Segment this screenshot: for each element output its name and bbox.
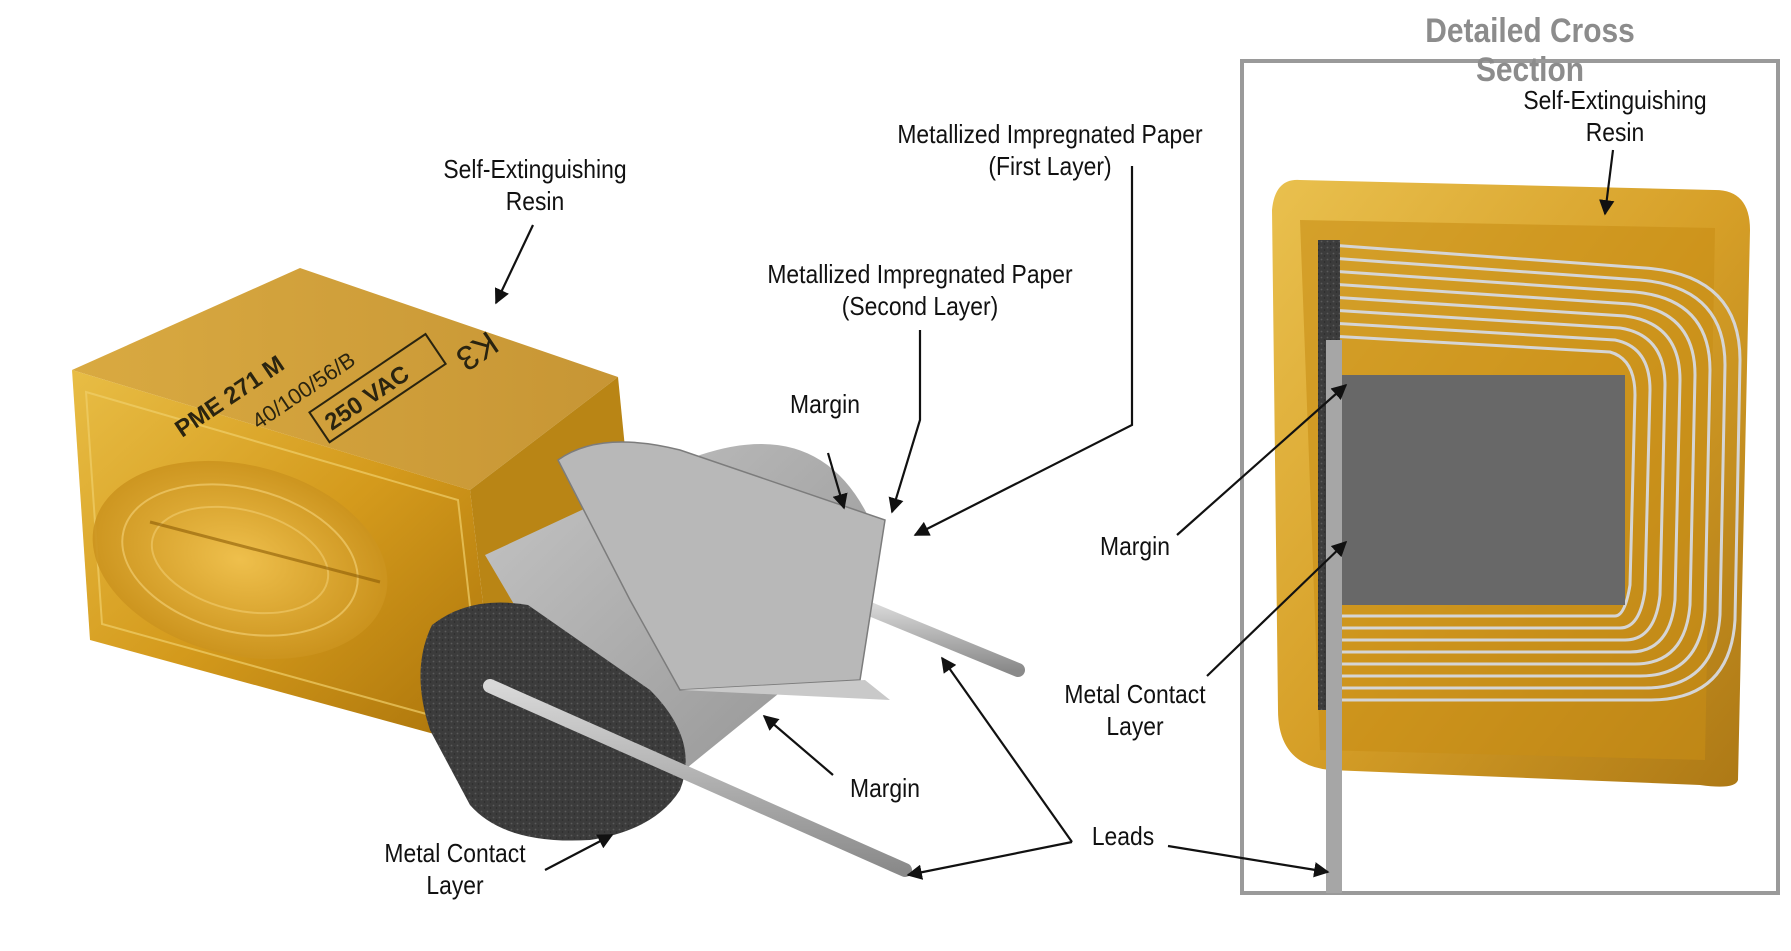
arrow-resin-left xyxy=(494,224,534,305)
label-paper-first-line2: (First Layer) xyxy=(988,151,1112,181)
label-metal-contact-left: Metal Contact Layer xyxy=(367,837,543,901)
lead-front xyxy=(483,679,912,877)
arrow-paper-first xyxy=(913,166,1134,536)
label-paper-first: Metallized Impregnated Paper (First Laye… xyxy=(874,118,1226,182)
label-paper-second-line1: Metallized Impregnated Paper xyxy=(767,259,1073,289)
cross-section-lead xyxy=(1326,340,1342,893)
label-paper-second: Metallized Impregnated Paper (Second Lay… xyxy=(744,258,1096,322)
cross-section-block xyxy=(1272,179,1750,893)
label-resin-right-line1: Self-Extinguishing xyxy=(1523,85,1707,115)
foil-layers xyxy=(1329,243,1742,702)
label-resin-left: Self-Extinguishing Resin xyxy=(416,153,654,217)
arrow-margin-bottom xyxy=(762,714,834,776)
label-metal-contact-left-line2: Layer xyxy=(426,870,484,900)
resin-case: PME 271 M 40/100/56/B 250 VAC K3 xyxy=(72,268,640,752)
resin-winding xyxy=(92,460,388,660)
label-resin-left-line1: Self-Extinguishing xyxy=(443,154,627,184)
dielectric-core xyxy=(1340,375,1625,605)
arrow-resin-right xyxy=(1599,149,1615,216)
section-title: Detailed Cross Section xyxy=(1425,12,1635,89)
label-metal-contact-right-line2: Layer xyxy=(1106,711,1164,741)
label-metal-contact-right-line1: Metal Contact xyxy=(1064,679,1206,709)
arrow-leads-b xyxy=(906,840,1073,880)
label-margin-right: Margin xyxy=(1100,531,1170,561)
label-paper-second-line2: (Second Layer) xyxy=(841,291,999,321)
arrow-metal-contact-left xyxy=(544,834,614,871)
arrow-metal-contact-right xyxy=(1206,540,1348,677)
label-leads: Leads xyxy=(1091,821,1155,851)
resin-case-top xyxy=(72,268,618,490)
lead-back xyxy=(853,598,1025,677)
arrow-paper-second xyxy=(888,330,922,514)
label-margin-bottom: Margin xyxy=(850,773,920,803)
label-metal-contact-left-line1: Metal Contact xyxy=(384,838,526,868)
label-resin-right-line2: Resin xyxy=(1585,117,1645,147)
capacitor-winding xyxy=(420,441,1025,877)
label-margin-top: Margin xyxy=(790,389,860,419)
arrow-margin-right xyxy=(1176,383,1348,536)
callout-arrows xyxy=(494,149,1615,880)
label-metal-contact-right: Metal Contact Layer xyxy=(1047,678,1223,742)
label-resin-left-line2: Resin xyxy=(505,186,565,216)
label-paper-first-line1: Metallized Impregnated Paper xyxy=(897,119,1203,149)
arrow-margin-top xyxy=(826,452,848,510)
metallized-paper xyxy=(557,441,886,691)
label-resin-right: Self-Extinguishing Resin xyxy=(1496,84,1734,148)
arrow-leads-a xyxy=(941,656,1073,843)
arrow-leads-c xyxy=(1167,844,1330,878)
